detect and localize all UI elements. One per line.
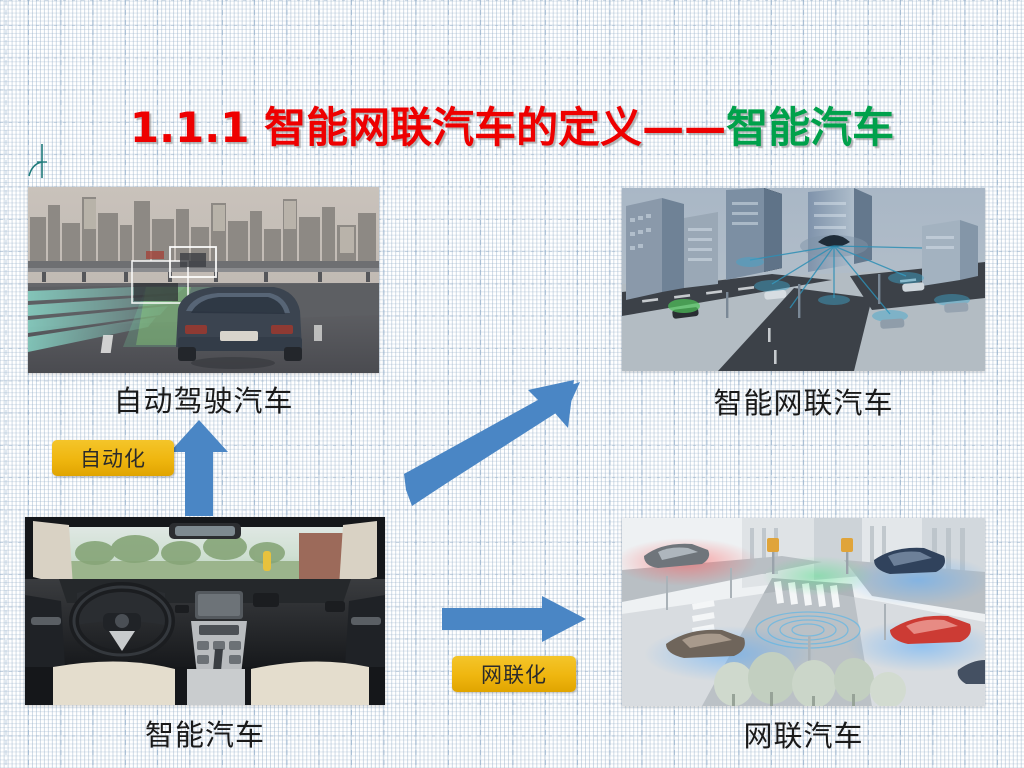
caption-intelligent-vehicle: 智能汽车 xyxy=(144,718,265,752)
photo-intelligent-connected-vehicle xyxy=(622,188,985,371)
arrow-diagonal-to-icv-icon xyxy=(404,378,584,506)
page-title-suffix: 智能汽车 xyxy=(726,103,895,152)
photo-connected-vehicle xyxy=(622,518,985,706)
caption-intelligent-connected-vehicle: 智能网联汽车 xyxy=(713,386,894,420)
page-title: 1.1.1 智能网联汽车的定义——智能汽车 xyxy=(0,104,1024,151)
badge-connectivity: 网联化 xyxy=(452,656,576,692)
badge-automation: 自动化 xyxy=(52,440,174,476)
caption-autonomous-driving-car: 自动驾驶汽车 xyxy=(113,384,294,418)
page-title-prefix: 1.1.1 智能网联汽车的定义—— xyxy=(129,103,727,152)
arrow-right-connectivity-icon xyxy=(442,595,587,643)
caption-connected-vehicle: 网联汽车 xyxy=(743,719,864,753)
decorative-corner-flourish-icon xyxy=(28,142,54,180)
photo-intelligent-vehicle-interior xyxy=(25,517,385,705)
photo-autonomous-driving-car xyxy=(28,187,379,373)
arrow-up-automation-icon xyxy=(168,418,230,518)
